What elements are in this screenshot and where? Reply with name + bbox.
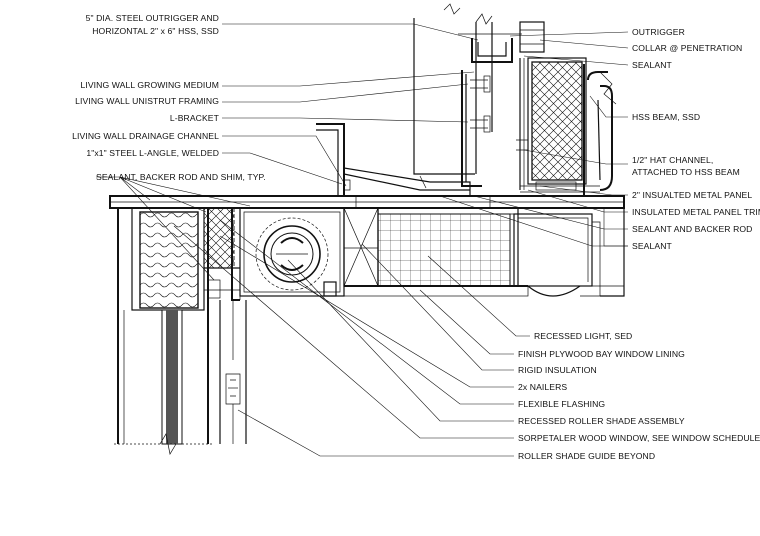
label-flexible-flashing: FLEXIBLE FLASHING — [518, 399, 605, 409]
l-bracket — [461, 70, 491, 187]
label-outrigger-hss-2: HORIZONTAL 2" x 6" HSS, SSD — [92, 26, 219, 36]
label-shade-guide: ROLLER SHADE GUIDE BEYOND — [518, 451, 655, 461]
drainage-channel — [316, 123, 471, 196]
label-steel-l-angle: 1"x1" STEEL L-ANGLE, WELDED — [86, 148, 219, 158]
wood-window — [114, 207, 241, 455]
shade-guide — [219, 300, 247, 444]
labels-left: 5" DIA. STEEL OUTRIGGER AND HORIZONTAL 2… — [72, 13, 220, 158]
label-growing-medium: LIVING WALL GROWING MEDIUM — [80, 80, 219, 90]
rigid-insulation — [343, 207, 379, 287]
recessed-light — [513, 213, 601, 297]
label-metal-panel-trim: INSULATED METAL PANEL TRIM — [632, 207, 760, 217]
label-recessed-light: RECESSED LIGHT, SED — [534, 331, 632, 341]
roller-shade — [231, 207, 345, 301]
label-l-bracket: L-BRACKET — [170, 113, 220, 123]
label-collar: COLLAR @ PENETRATION — [632, 43, 742, 53]
label-roller-shade-assembly: RECESSED ROLLER SHADE ASSEMBLY — [518, 416, 685, 426]
plywood-lining — [377, 207, 519, 287]
label-hss-beam: HSS BEAM, SSD — [632, 112, 700, 122]
hat-channel — [516, 58, 529, 190]
leaders-right — [439, 31, 629, 247]
finish-lining — [343, 285, 624, 297]
label-nailers: 2x NAILERS — [518, 382, 567, 392]
label-wood-window: SORPETALER WOOD WINDOW, SEE WINDOW SCHED… — [518, 433, 760, 443]
label-unistrut-framing: LIVING WALL UNISTRUT FRAMING — [75, 96, 219, 106]
nailers — [203, 207, 240, 269]
label-sealant-backer-rod: SEALANT AND BACKER ROD — [632, 224, 752, 234]
leaders-right-bottom — [173, 219, 530, 457]
label-drainage-channel: LIVING WALL DRAINAGE CHANNEL — [72, 131, 219, 141]
labels-right-top: OUTRIGGER COLLAR @ PENETRATION SEALANT H… — [632, 27, 760, 251]
label-hat-channel-1: 1/2" HAT CHANNEL, — [632, 155, 713, 165]
label-hat-channel-2: ATTACHED TO HSS BEAM — [632, 167, 740, 177]
hss-beam — [520, 57, 617, 197]
label-outrigger-hss-1: 5" DIA. STEEL OUTRIGGER AND — [86, 13, 219, 23]
break-line — [443, 3, 461, 15]
label-outrigger: OUTRIGGER — [632, 27, 685, 37]
labels-right-bottom: RECESSED LIGHT, SED FINISH PLYWOOD BAY W… — [518, 331, 760, 461]
label-insulated-metal-panel: 2" INSUALTED METAL PANEL — [632, 190, 752, 200]
leaders-left — [96, 23, 479, 281]
label-plywood-lining: FINISH PLYWOOD BAY WINDOW LINING — [518, 349, 685, 359]
label-sealant-backer-rod-shim: SEALANT, BACKER ROD AND SHIM, TYP. — [96, 172, 266, 182]
label-rigid-insulation: RIGID INSULATION — [518, 365, 597, 375]
label-sealant-bottom: SEALANT — [632, 241, 673, 251]
label-sealant-top: SEALANT — [632, 60, 673, 70]
steel-outrigger — [413, 13, 545, 175]
